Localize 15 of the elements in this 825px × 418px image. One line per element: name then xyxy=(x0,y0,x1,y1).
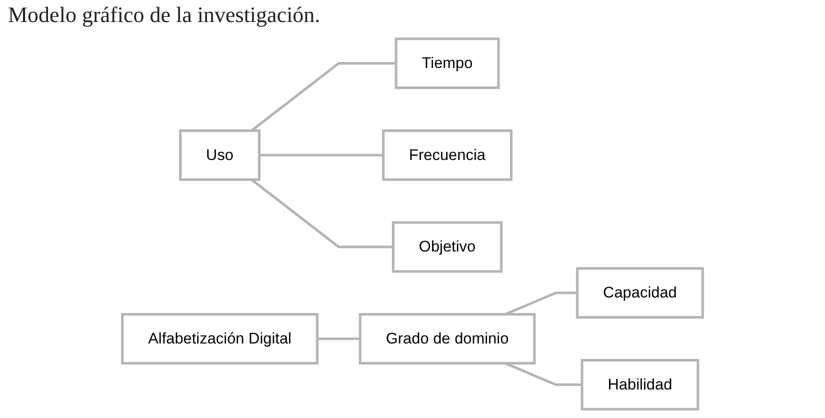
node-box: Alfabetización Digital xyxy=(121,313,319,365)
node-box: Grado de dominio xyxy=(358,313,536,365)
connector xyxy=(259,154,384,156)
diagram-title: Modelo gráfico de la investigación. xyxy=(7,1,322,29)
connector xyxy=(317,337,360,340)
connector xyxy=(250,178,394,248)
node-box: Capacidad xyxy=(576,267,704,319)
node-box: Habilidad xyxy=(580,358,700,410)
connector xyxy=(504,292,578,316)
node-box: Frecuencia xyxy=(382,129,512,181)
node-box: Tiempo xyxy=(394,38,500,90)
node-box: Objetivo xyxy=(392,221,503,273)
connector xyxy=(250,62,396,132)
connector xyxy=(504,362,582,386)
node-box: Uso xyxy=(179,129,261,181)
